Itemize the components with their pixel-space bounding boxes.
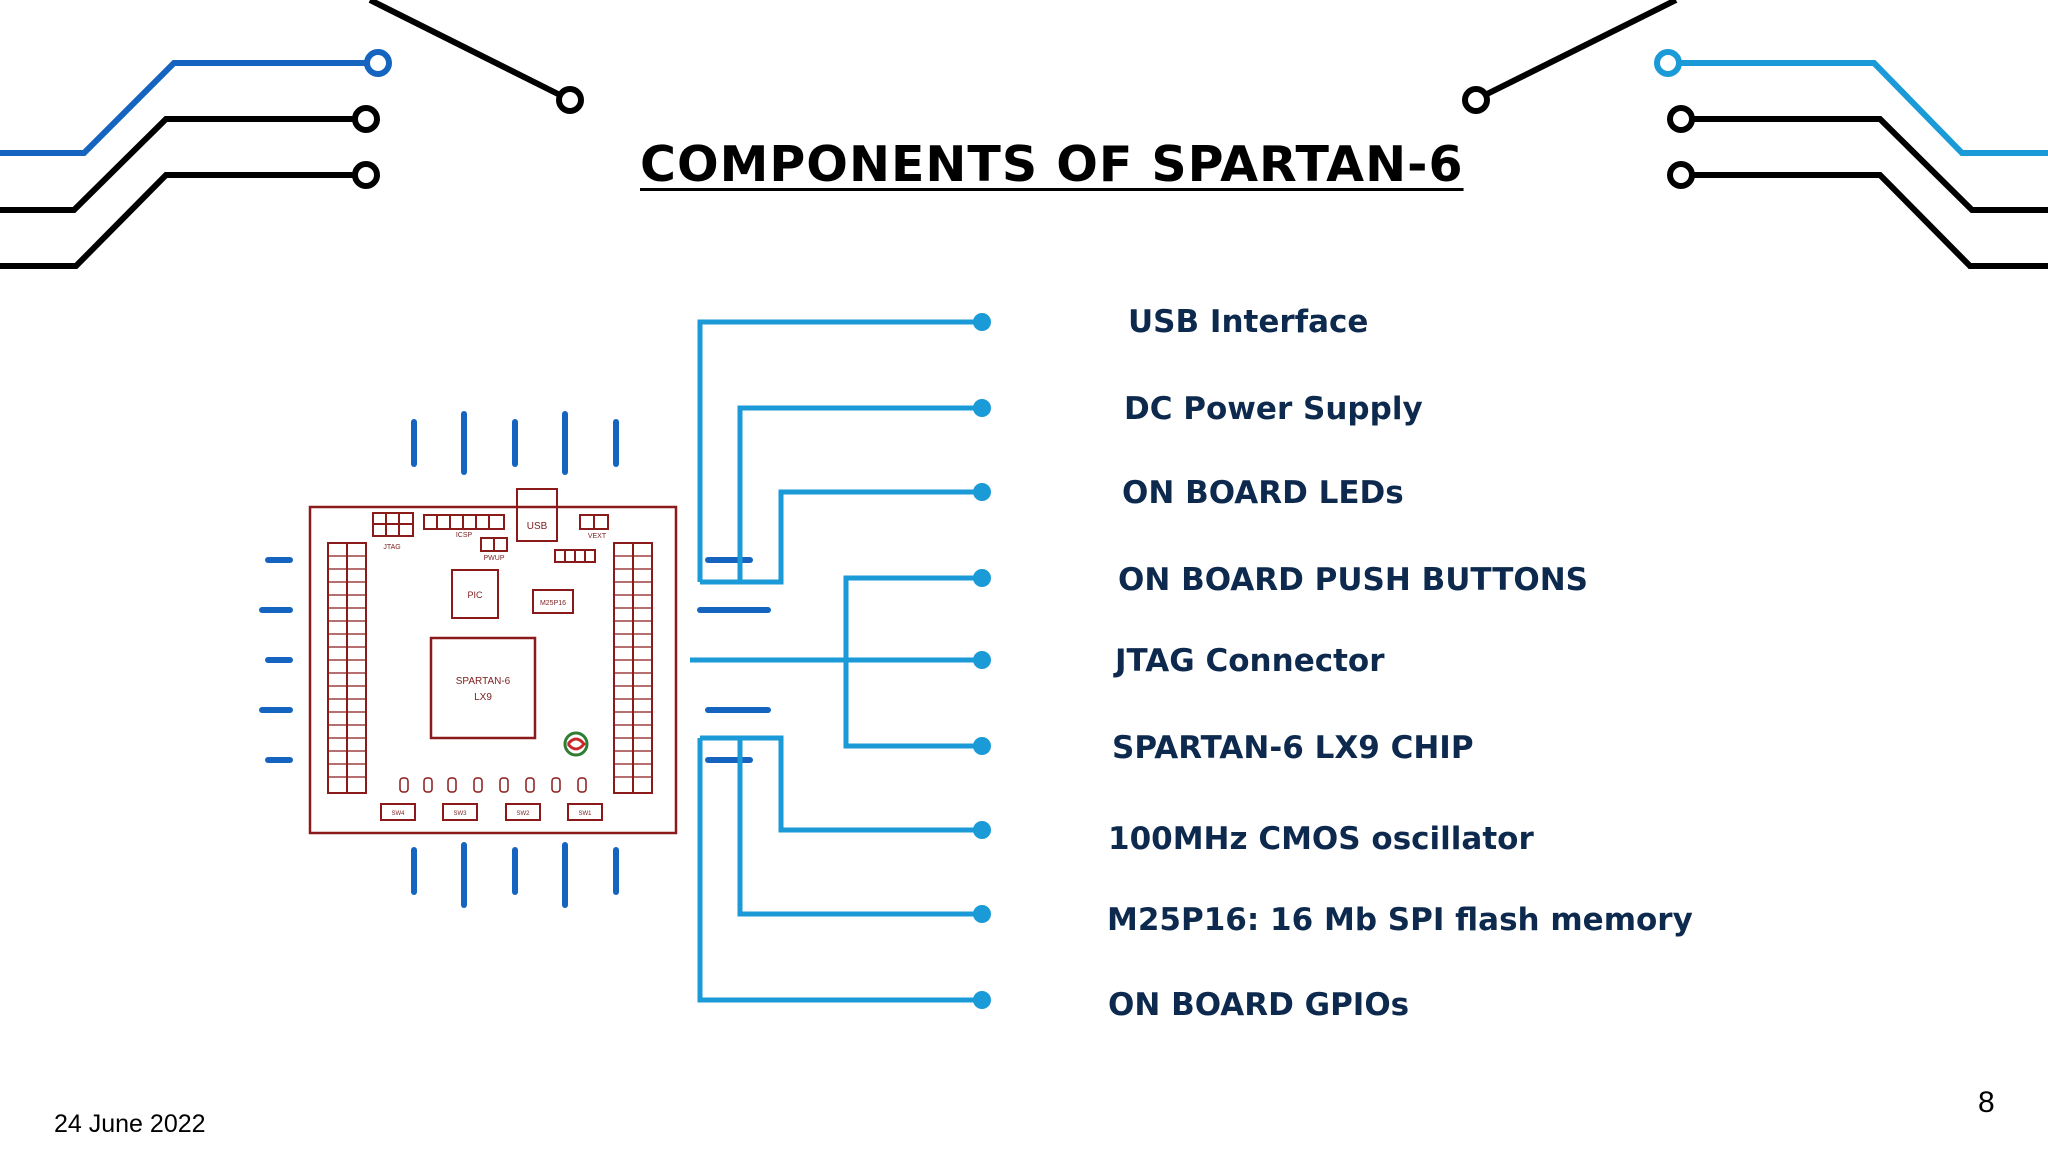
jtag-connector xyxy=(372,512,414,537)
trace-tr-blue xyxy=(1680,60,2048,156)
pcb-label-sw4: SW4 xyxy=(391,811,405,817)
board-logo-mark xyxy=(563,731,589,757)
component-label-jtag: JTAG Connector xyxy=(1115,643,1385,679)
pcb-label-flash: M25P16 xyxy=(540,600,566,607)
right-header xyxy=(613,542,653,794)
component-label-dc-power: DC Power Supply xyxy=(1124,391,1423,427)
trace-tl-black-2-terminal xyxy=(352,161,380,189)
connector-chip xyxy=(843,660,980,749)
component-label-spartan-chip: SPARTAN-6 LX9 CHIP xyxy=(1112,730,1474,766)
pcb-label-vext: VEXT xyxy=(588,533,607,540)
pcb-label-chip-1: SPARTAN-6 xyxy=(456,676,511,687)
connector-gpios xyxy=(697,738,980,1003)
top-right-traces xyxy=(1462,0,2048,269)
pcb-labels: USB ICSP VEXT JTAG PWUP PIC M25P16 SPART… xyxy=(383,521,607,817)
trace-tl-black-1-terminal xyxy=(352,105,380,133)
trace-tl-black-1 xyxy=(0,116,355,213)
pcb-board xyxy=(308,488,678,835)
component-label-flash: M25P16: 16 Mb SPI flash memory xyxy=(1107,902,1693,938)
page-number: 8 xyxy=(1978,1086,1995,1119)
connector-buttons xyxy=(843,575,980,660)
left-header xyxy=(327,542,367,794)
connector-lines xyxy=(690,319,980,1003)
trace-tr-diagonal xyxy=(1485,0,1678,97)
connector-leds xyxy=(700,489,980,585)
trace-tr-black-2 xyxy=(1692,172,2048,269)
small-header xyxy=(554,549,596,563)
slide-date: 24 June 2022 xyxy=(54,1110,206,1138)
trace-tr-diagonal-terminal xyxy=(1462,86,1490,114)
trace-tr-black-2-terminal xyxy=(1667,161,1695,189)
connector-terminals xyxy=(973,313,991,1009)
trace-tr-black-1 xyxy=(1692,116,2048,213)
pcb-label-sw2: SW2 xyxy=(516,811,530,817)
pcb-label-icsp: ICSP xyxy=(456,532,473,539)
pcb-label-pic: PIC xyxy=(467,590,483,600)
icsp-connector xyxy=(423,514,505,530)
usb-connector xyxy=(516,488,558,542)
board-pins xyxy=(259,411,771,908)
pcb-label-jtag: JTAG xyxy=(383,544,400,551)
trace-tl-blue xyxy=(0,60,366,156)
trace-tl-black-2 xyxy=(0,172,355,269)
vext-connector xyxy=(579,514,609,530)
connector-dc xyxy=(737,405,980,582)
component-label-push-buttons: ON BOARD PUSH BUTTONS xyxy=(1118,562,1589,598)
trace-tl-diagonal xyxy=(368,0,560,97)
pcb-label-chip-2: LX9 xyxy=(474,692,492,703)
pcb-label-pwup: PWUP xyxy=(484,555,505,562)
pcb-label-usb: USB xyxy=(527,521,548,532)
switches xyxy=(380,803,603,821)
slide-title: COMPONENTS OF SPARTAN-6 xyxy=(640,136,1464,193)
leds xyxy=(399,777,587,793)
spartan-chip xyxy=(429,636,537,740)
component-label-usb: USB Interface xyxy=(1128,304,1369,340)
component-label-leds: ON BOARD LEDs xyxy=(1122,475,1404,511)
pic-chip xyxy=(451,569,499,619)
pcb-outline xyxy=(308,505,678,835)
flash-chip xyxy=(532,589,574,614)
connector-flash xyxy=(737,738,980,917)
component-label-oscillator: 100MHz CMOS oscillator xyxy=(1108,821,1534,857)
trace-tl-diagonal-terminal xyxy=(556,86,584,114)
pwup-connector xyxy=(480,537,508,552)
top-left-traces xyxy=(0,0,584,269)
pcb-label-sw1: SW1 xyxy=(578,811,592,817)
connector-usb xyxy=(697,319,980,582)
trace-tr-black-1-terminal xyxy=(1667,105,1695,133)
pcb-label-sw3: SW3 xyxy=(453,811,467,817)
trace-tr-blue-terminal xyxy=(1654,49,1682,77)
component-label-gpios: ON BOARD GPIOs xyxy=(1108,987,1410,1023)
trace-tl-blue-terminal xyxy=(364,49,392,77)
